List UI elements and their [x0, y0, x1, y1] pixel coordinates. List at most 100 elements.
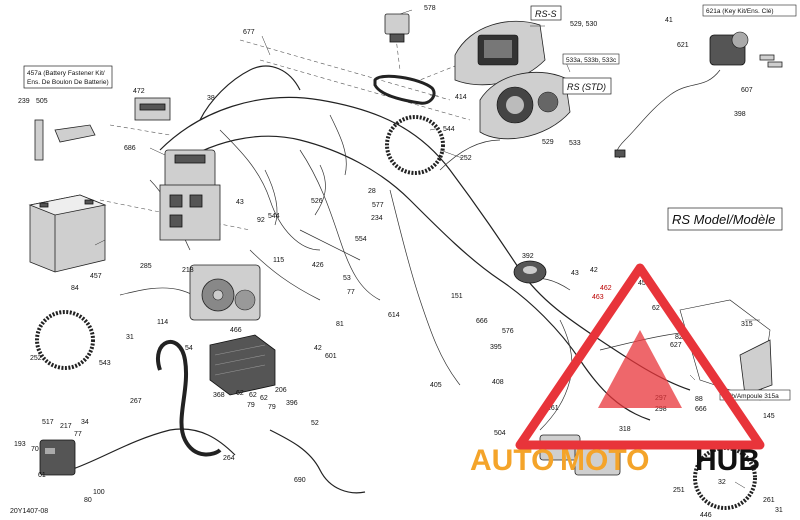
callout: 252	[30, 355, 42, 362]
watermark-logo: AUTO MOTO HUB	[470, 263, 765, 477]
watermark-text-auto: AUTO	[470, 444, 554, 477]
ref-533abc-label: 533a, 533b, 533c	[562, 53, 620, 65]
callout: 31	[775, 507, 783, 514]
callout: 666	[476, 318, 488, 325]
callout: 92	[257, 217, 265, 224]
callout: 554	[355, 236, 367, 243]
callout: 368	[213, 392, 225, 399]
callout: 677	[243, 29, 255, 36]
leader-lines	[94, 9, 760, 489]
battery-strap	[34, 119, 96, 161]
callout: 505	[36, 98, 48, 105]
callout: 392	[522, 253, 534, 260]
callout: 627	[670, 342, 682, 349]
callout: 193	[14, 441, 26, 448]
callout: 398	[734, 111, 746, 118]
ground-cable-690	[269, 429, 366, 494]
kit-621a-label: 621a (Key Kit/Ens. Clé)	[702, 4, 797, 17]
callout: 285	[140, 263, 152, 270]
callout: 38	[207, 95, 215, 102]
callout: 115	[273, 257, 284, 264]
callout: 462	[600, 285, 612, 292]
callout: 405	[430, 382, 442, 389]
callout: 42	[314, 345, 322, 352]
callout: 234	[371, 215, 383, 222]
key-wire-398	[614, 69, 721, 159]
svg-text:RS (STD): RS (STD)	[567, 82, 606, 92]
callout-labels: 578 677 472 38 686 414 544 252 239 505 4…	[14, 5, 783, 519]
svg-text:Bulb/Ampoule 315a: Bulb/Ampoule 315a	[722, 393, 779, 400]
callout: 578	[424, 5, 436, 12]
callout: 217	[60, 423, 72, 430]
callout: 414	[455, 94, 467, 101]
relay-578	[384, 13, 410, 43]
callout: 206	[275, 387, 287, 394]
callout: 100	[93, 489, 105, 496]
fan-assembly-466	[189, 264, 261, 321]
ignition-switch-607	[709, 31, 783, 68]
callout: 395	[490, 344, 502, 351]
sensor-ring-252	[35, 310, 95, 370]
callout: 52	[311, 420, 319, 427]
callout: 28	[368, 188, 376, 195]
callout: 576	[502, 328, 514, 335]
callout: 252	[460, 155, 472, 162]
callout: 62	[236, 390, 244, 397]
horn-392	[513, 260, 547, 284]
callout: 82	[675, 334, 683, 341]
callout: 504	[494, 430, 506, 437]
callout: 526	[311, 198, 323, 205]
callout: 43	[236, 199, 244, 206]
rs-std-label: RS (STD)	[562, 77, 612, 95]
callout: 463	[592, 294, 604, 301]
ref-529-label: 529, 530	[570, 21, 597, 28]
callout: 77	[74, 431, 82, 438]
callout: 396	[286, 400, 298, 407]
main-harness	[119, 65, 721, 431]
callout: 466	[230, 327, 242, 334]
battery-kit-box	[23, 65, 113, 89]
harness-264	[69, 428, 236, 471]
sensor-ring-544	[385, 115, 445, 175]
watermark-text-moto: MOTO	[560, 444, 649, 477]
callout: 621	[677, 42, 689, 49]
callout: 61	[38, 472, 46, 479]
callout: 77	[347, 289, 355, 296]
callout: 34	[81, 419, 89, 426]
callout: 151	[451, 293, 463, 300]
svg-text:457a (Battery Fastener Kit/: 457a (Battery Fastener Kit/	[27, 70, 105, 77]
svg-text:RS Model/Modèle: RS Model/Modèle	[672, 212, 775, 227]
voltage-regulator-368	[209, 334, 276, 396]
callout: 70	[31, 446, 39, 453]
watermark-triangle	[515, 263, 765, 450]
callout: 543	[99, 360, 111, 367]
battery	[28, 194, 107, 273]
callout: 81	[336, 321, 344, 328]
watermark-inner-triangle	[598, 330, 682, 408]
kit-457a-label: 457a (Battery Fastener Kit/ Ens. De Boul…	[27, 70, 109, 86]
callout: 54	[185, 345, 193, 352]
callout: 408	[492, 379, 504, 386]
gasket-414	[373, 74, 436, 105]
callout: 457	[90, 273, 102, 280]
callout: 79	[247, 402, 255, 409]
svg-text:20Y1407-08: 20Y1407-08	[10, 508, 48, 515]
callout: 544	[268, 213, 280, 220]
callout: 690	[294, 477, 306, 484]
callout: 53	[343, 275, 351, 282]
callout: 261	[547, 405, 559, 412]
svg-text:533a, 533b, 533c: 533a, 533b, 533c	[566, 57, 617, 64]
callout: 239	[18, 98, 30, 105]
tail-light-315	[679, 299, 773, 401]
rs-model-label: RS Model/Modèle	[667, 207, 783, 231]
callout: 315	[741, 321, 753, 328]
exploded-guide-lines	[99, 29, 471, 231]
svg-text:RS-S: RS-S	[535, 9, 557, 19]
battery-cable-267	[156, 339, 222, 457]
cluster-rs-s	[454, 20, 546, 86]
callout: 62	[249, 392, 257, 399]
callout: 577	[372, 202, 384, 209]
connector-472	[134, 97, 171, 121]
cluster-rs-std	[479, 71, 571, 140]
callout: 80	[84, 497, 92, 504]
